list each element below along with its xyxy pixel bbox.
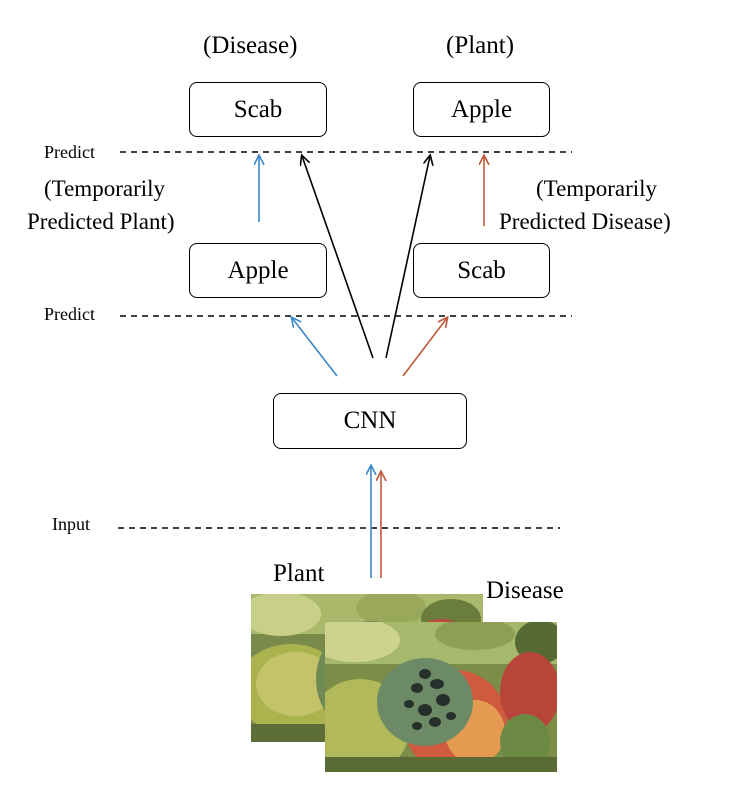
final-disease-box: Scab [189, 82, 327, 137]
temp-plant-box: Apple [189, 243, 327, 298]
temp-disease-box: Scab [413, 243, 550, 298]
cnn-label: CNN [343, 407, 397, 434]
final-disease-label: Scab [233, 95, 283, 123]
predict-label-mid: Predict [44, 304, 95, 324]
cnn-to-plant-arrow [292, 318, 338, 377]
cnn-to-final-plant-arrow [385, 156, 430, 359]
disease-heading: (Disease) [203, 32, 298, 59]
temp-plant-label: Apple [227, 256, 289, 284]
plant-heading: (Plant) [446, 32, 515, 59]
temp-plant-annotation-line2: Predicted Plant) [27, 209, 175, 234]
final-plant-box: Apple [413, 82, 550, 137]
cnn-box: CNN [273, 393, 467, 449]
temp-disease-annotation-line1: (Temporarily [536, 176, 658, 201]
input-label: Input [52, 514, 90, 534]
final-plant-label: Apple [450, 95, 513, 123]
cnn-to-disease-arrow [402, 318, 447, 377]
temp-disease-label: Scab [457, 256, 506, 284]
cnn-to-final-disease-arrow [302, 156, 374, 359]
temp-plant-annotation-line1: (Temporarily [44, 176, 166, 201]
plant-image-caption: Plant [273, 560, 325, 587]
disease-image-art [325, 622, 557, 772]
temp-disease-annotation-line2: Predicted Disease) [499, 209, 671, 234]
predict-label-top: Predict [44, 142, 95, 162]
disease-image-caption: Disease [486, 577, 564, 604]
disease-image [325, 622, 557, 772]
